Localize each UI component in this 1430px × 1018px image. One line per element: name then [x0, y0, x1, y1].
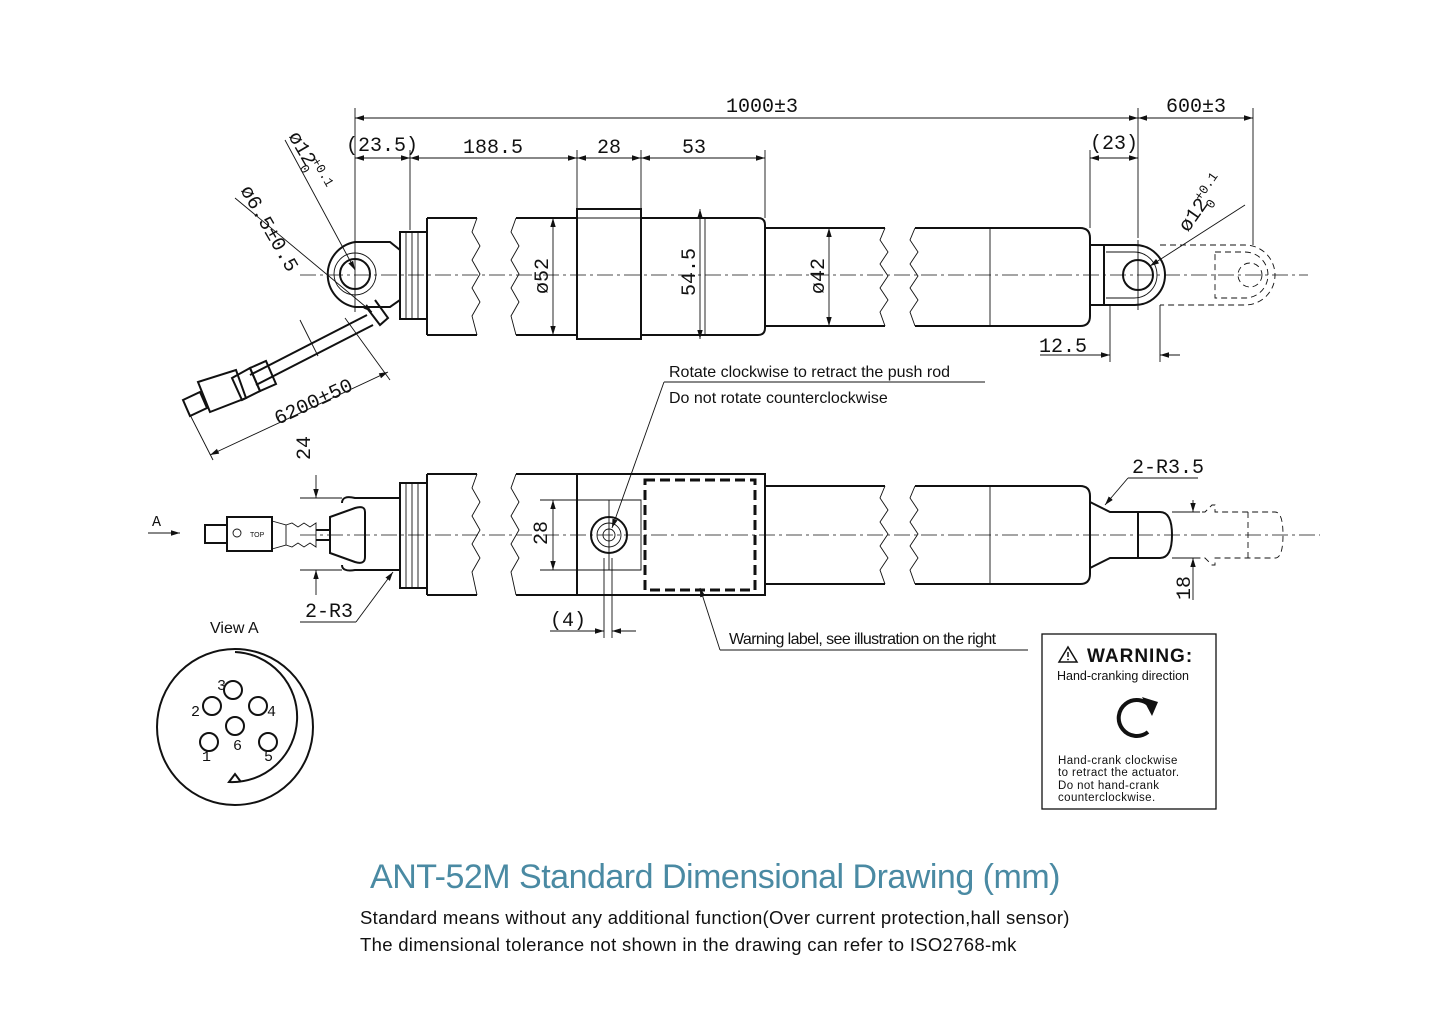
warning-subtitle: Hand-cranking direction — [1057, 669, 1189, 683]
warning-line-4: counterclockwise. — [1058, 792, 1156, 804]
warning-line-2: to retract the actuator. — [1058, 767, 1179, 779]
warning-line-3: Do not hand-crank — [1058, 780, 1159, 792]
view-a-pin-2: 2 — [191, 704, 200, 721]
note-warning-label-ref: Warning label, see illustration on the r… — [729, 631, 997, 648]
dim-segment-a: 188.5 — [463, 137, 523, 160]
dim-body-diameter: ø52 — [532, 258, 555, 294]
power-cable — [181, 299, 390, 418]
dim-front-radius: 2-R3.5 — [1132, 457, 1204, 480]
gearbox-plan — [576, 473, 766, 596]
footer-note-standard: Standard means without any additional fu… — [360, 907, 1070, 928]
view-a-pin-4: 4 — [267, 704, 276, 721]
view-a-pin-1: 1 — [202, 749, 211, 766]
view-a-pin-5: 5 — [264, 749, 273, 766]
outer-tube — [765, 227, 1091, 327]
dim-crank-width: 28 — [531, 521, 554, 545]
rear-clevis — [326, 238, 401, 312]
rod-plan — [1089, 501, 1284, 569]
connector-top-mark: TOP — [250, 532, 265, 539]
dim-gearbox-height: 54.5 — [679, 248, 702, 296]
top-dimensions — [184, 108, 1254, 461]
front-rod-end — [1089, 240, 1276, 310]
footer-note-tolerance: The dimensional tolerance not shown in t… — [360, 934, 1017, 955]
warning-heading: WARNING: — [1087, 646, 1193, 667]
drawing-title: ANT-52M Standard Dimensional Drawing (mm… — [370, 858, 1060, 896]
dim-segment-b: 28 — [597, 137, 621, 160]
note-rotate-clockwise: Rotate clockwise to retract the push rod — [669, 364, 950, 381]
dim-segment-c: 53 — [682, 137, 706, 160]
view-a-title: View A — [210, 620, 259, 637]
dim-rear-hole-tol: +0.1 — [308, 155, 337, 190]
dim-cable-diameter: ø6.5±0.5 — [234, 182, 302, 277]
clockwise-arrow-icon — [1116, 697, 1153, 738]
dim-front-clevis-offset: (23) — [1090, 133, 1138, 156]
motor-body — [510, 217, 577, 336]
motor-end-cap — [399, 217, 481, 336]
warning-line-1: Hand-crank clockwise — [1058, 755, 1178, 767]
connector-plug: TOP — [204, 516, 330, 552]
view-a-marker: A — [152, 514, 161, 531]
rotation-notes: Rotate clockwise to retract the push rod… — [611, 364, 985, 529]
dim-cable-length: 6200±50 — [271, 375, 357, 431]
dim-cable-boss: 24 — [294, 436, 317, 460]
dim-crank-offset: (4) — [550, 610, 586, 633]
gearbox — [576, 208, 766, 340]
dim-rear-radius: 2-R3 — [305, 601, 353, 624]
dim-rod-end: 12.5 — [1039, 336, 1087, 359]
warning-triangle-icon — [1057, 645, 1079, 663]
view-a-pin-3: 3 — [217, 678, 226, 695]
warning-label: WARNING: Hand-cranking direction Hand-cr… — [1041, 633, 1217, 810]
dim-rear-clevis-offset: (23.5) — [346, 135, 418, 158]
view-a-pin-6: 6 — [233, 738, 242, 755]
motor-boss — [329, 506, 366, 564]
view-a: View A 1 2 3 4 5 6 — [156, 620, 314, 806]
dim-tube-diameter: ø42 — [808, 258, 831, 294]
dim-rod-width: 18 — [1174, 576, 1197, 600]
bottom-view: A TOP — [148, 436, 1320, 651]
dim-stroke: 600±3 — [1166, 96, 1226, 119]
note-no-counterclockwise: Do not rotate counterclockwise — [669, 390, 888, 407]
dim-overall-length: 1000±3 — [726, 96, 798, 119]
